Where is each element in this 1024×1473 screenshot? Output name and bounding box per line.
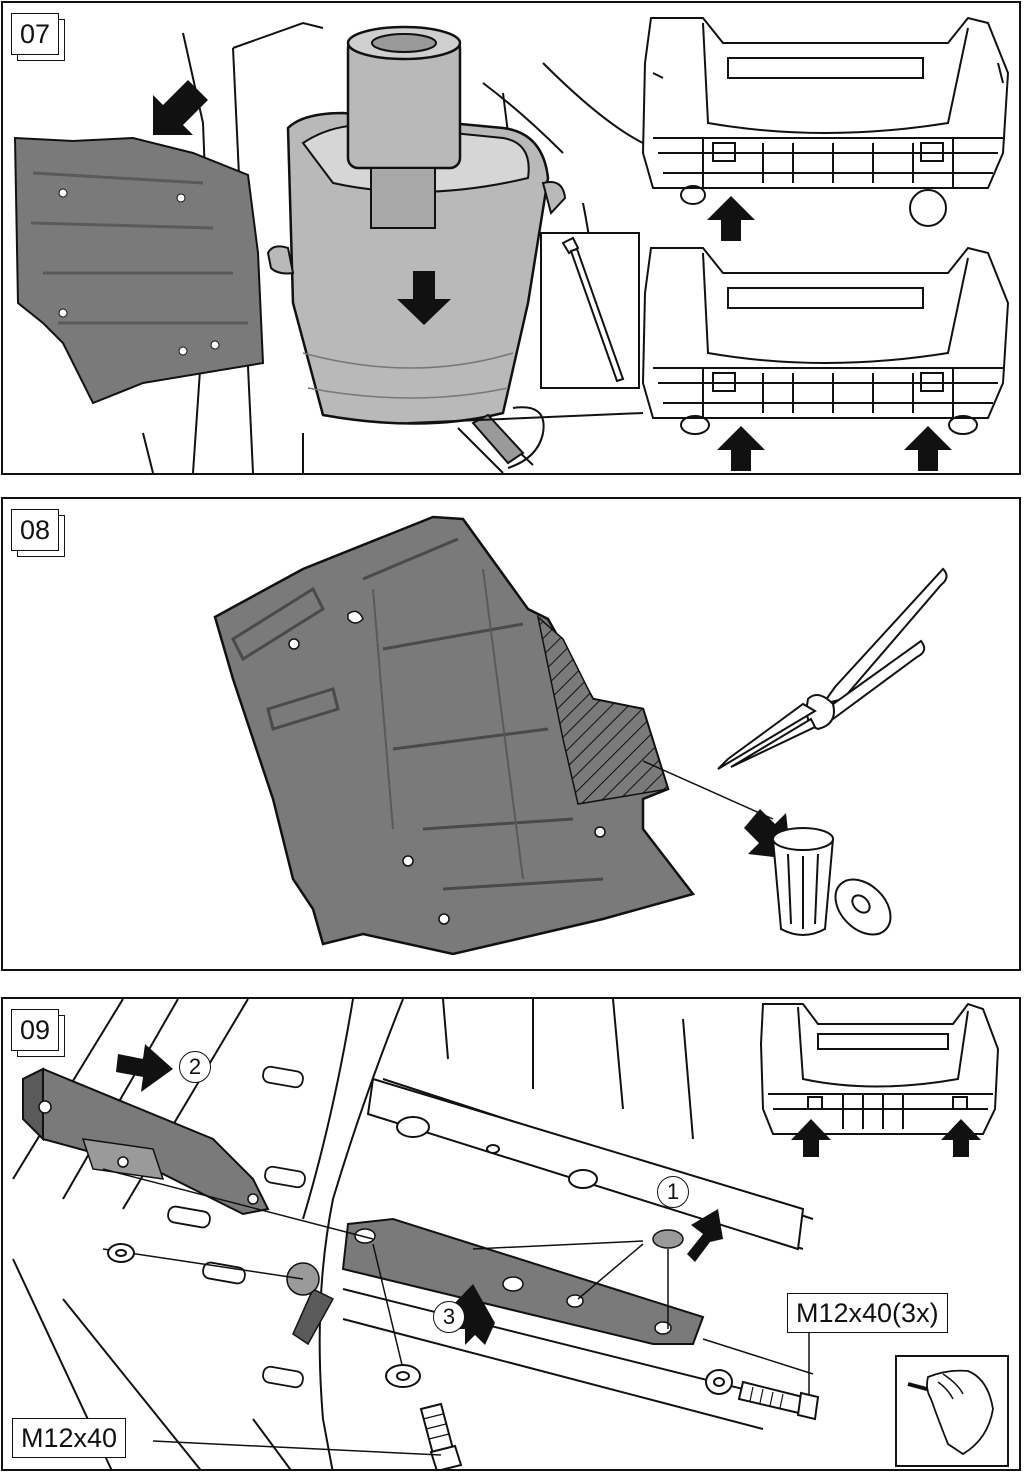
arrow-icon [116, 1044, 173, 1092]
arrow-icon [153, 80, 208, 135]
mounting-plate [286, 1217, 705, 1346]
arrow-icon [941, 1119, 981, 1157]
heat-shield-icon [13, 136, 265, 405]
step-number-box: 08 [11, 509, 65, 557]
arrow-icon [791, 1119, 831, 1157]
nut [652, 1229, 684, 1249]
car-rear-icon [759, 1002, 1000, 1135]
assembly-lines [102, 1168, 814, 1375]
arrow-icon [707, 196, 755, 241]
bolt-icon [419, 1380, 820, 1469]
arrow-icon [717, 426, 765, 471]
callout-number-2: 2 [179, 1051, 211, 1083]
arrow-icon [397, 271, 451, 325]
trash-bin-icon [772, 827, 892, 936]
step-number: 07 [11, 13, 59, 55]
arrow-icon [687, 1209, 723, 1262]
cross-member [366, 1077, 805, 1251]
heat-shield-icon [213, 515, 696, 956]
leader-line [642, 760, 774, 820]
hand-tighten-icon [895, 1355, 1009, 1467]
arrow-icon [904, 426, 952, 471]
step-09-panel: 09 2 1 3 [1, 997, 1021, 1471]
step-07-illustration [13, 16, 1010, 473]
bolt-size-label: M12x40 [12, 1418, 127, 1458]
step-number-box: 07 [11, 13, 65, 61]
step-09-illustration [12, 999, 1009, 1469]
snips-icon [717, 567, 948, 770]
step-number-box: 09 [11, 1009, 65, 1057]
step-number: 09 [11, 1009, 59, 1051]
bolt-size-label-triple: M12x40(3x) [787, 1293, 948, 1333]
label-leader-lines [152, 1329, 810, 1456]
callout-number-1: 1 [657, 1176, 689, 1208]
callout-number-3: 3 [433, 1301, 465, 1333]
arrow-icon [449, 1284, 495, 1345]
stud [167, 1065, 306, 1389]
exhaust-muffler-icon [266, 25, 644, 473]
mounting-bracket [21, 1067, 270, 1216]
washer-icon [107, 1243, 733, 1395]
car-rear-icon [641, 16, 1010, 227]
step-07-panel: 07 [1, 1, 1021, 475]
step-08-panel: 08 [1, 497, 1021, 971]
car-rear-icon [641, 246, 1010, 435]
step-08-illustration [213, 515, 948, 956]
cable-tie-icon [540, 232, 640, 389]
step-number: 08 [11, 509, 59, 551]
